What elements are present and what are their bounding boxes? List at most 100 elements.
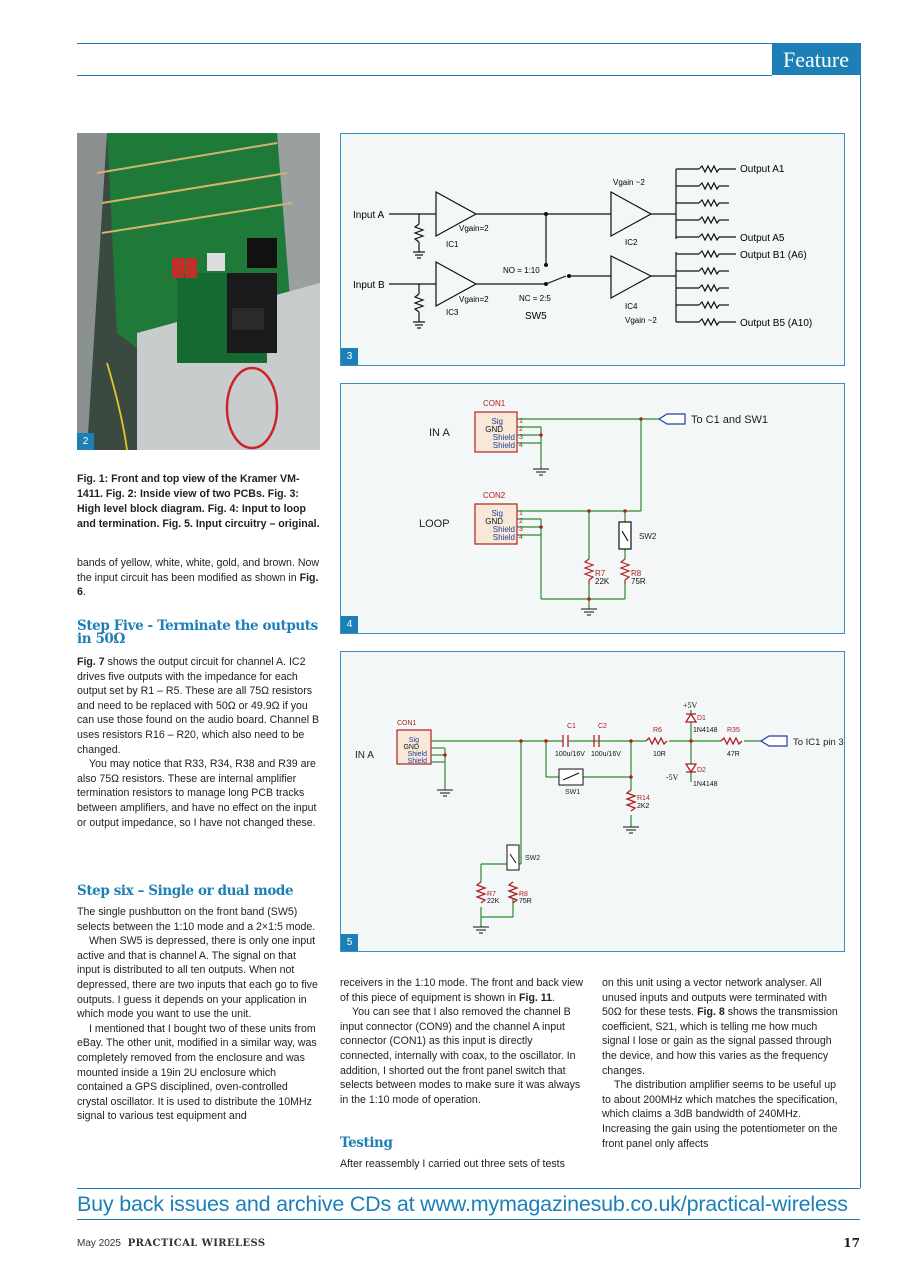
section-tab: Feature (772, 44, 860, 75)
c2-label: C2 (598, 723, 607, 730)
pin-shield2: Shield (408, 758, 428, 765)
d2-value: 1N4148 (693, 781, 718, 788)
output-a1-label: Output A1 (740, 164, 785, 175)
nc-label: NC = 2:5 (519, 294, 551, 303)
ic1-label: IC1 (446, 240, 459, 249)
con2-pin-gnd: GND (485, 517, 503, 526)
promo-rule (77, 1219, 860, 1220)
output-a5-label: Output A5 (740, 233, 785, 244)
to-ic1-label: To IC1 pin 3 (793, 737, 844, 748)
r14-value: 2K2 (637, 803, 650, 810)
col3-p2: The distribution amplifier seems to be u… (602, 1079, 838, 1150)
back-issues-promo: Buy back issues and archive CDs at www.m… (77, 1192, 848, 1216)
con1-pin-shield: Shield (493, 433, 515, 442)
figure-number: 4 (341, 616, 358, 633)
m5v-label: -5V (666, 773, 679, 782)
loop-label: LOOP (419, 518, 450, 530)
r8-label: R8 (631, 569, 642, 578)
feature-rule (77, 75, 772, 76)
col1-p0-text: bands of yellow, white, white, gold, and… (77, 557, 320, 584)
r35-label: R35 (727, 727, 740, 734)
input-circuitry-schematic: CON1 Sig GND Shield Shield IN A (340, 651, 845, 952)
col3-p1a: on this unit using a vector network anal… (602, 977, 827, 1019)
heading-testing: Testing (340, 1135, 393, 1151)
pin-gnd: GND (403, 744, 419, 751)
col2-testing: After reassembly I carried out three set… (340, 1157, 584, 1172)
input-a-label: Input A (353, 210, 384, 221)
output-b1-label: Output B1 (A6) (740, 250, 807, 261)
in-a-label: IN A (355, 750, 374, 761)
right-rule (860, 43, 861, 1188)
loop-schematic-drawing: CON1 Sig GND Shield Shield 1 2 3 4 IN A … (419, 399, 768, 616)
figure-number: 5 (341, 934, 358, 951)
block-diagram: Input A Input B Vgain=2 IC1 Vgain=2 IC3 … (340, 133, 845, 366)
pcb-photo: 2 (77, 133, 320, 450)
input-b-label: Input B (353, 280, 385, 291)
col2-body: receivers in the 1:10 mode. The front an… (340, 976, 584, 1107)
figure-caption: Fig. 1: Front and top view of the Kramer… (77, 473, 320, 530)
col2-p3: After reassembly I carried out three set… (340, 1158, 565, 1170)
ic4-label: IC4 (625, 302, 638, 311)
fig11-ref: Fig. 11 (519, 991, 553, 1004)
fig6-ref: Fig. 6 (77, 571, 319, 599)
r6-label: R6 (653, 727, 662, 734)
to-c1-label: To C1 and SW1 (691, 414, 768, 426)
sw2-label: SW2 (525, 855, 540, 862)
col1-intro: bands of yellow, white, white, gold, and… (77, 556, 320, 600)
in-a-label: IN A (429, 427, 450, 439)
r7-value: 22K (487, 898, 500, 905)
heading-step-six: Step six – Single or dual mode (77, 883, 294, 899)
col2-p1: receivers in the 1:10 mode. The front an… (340, 977, 584, 1004)
con1-pin-shield2: Shield (493, 441, 515, 450)
bottom-rule (77, 1188, 860, 1189)
sw1-label: SW1 (565, 789, 580, 796)
con1-label: CON1 (483, 399, 506, 408)
ic1-gain: Vgain=2 (459, 224, 489, 233)
con1-pin-2: 2 (519, 426, 523, 433)
col1-p5: I mentioned that I bought two of these u… (77, 1022, 317, 1123)
r35-value: 47R (727, 751, 740, 758)
figure-number: 3 (341, 348, 358, 365)
ic3-label: IC3 (446, 308, 459, 317)
sw5-label: SW5 (525, 311, 547, 322)
col1-step-five: Fig. 7 shows the output circuit for chan… (77, 655, 320, 830)
fig7-ref: Fig. 7 (77, 656, 105, 668)
col1-p4: When SW5 is depressed, there is only one… (77, 935, 318, 1021)
r7-label: R7 (595, 569, 606, 578)
con2-pin-2: 2 (519, 518, 523, 525)
r6-value: 10R (653, 751, 666, 758)
r8-value: 75R (631, 577, 646, 586)
pin-shield: Shield (408, 751, 428, 758)
con2-label: CON2 (483, 491, 506, 500)
col2-p1-end: . (552, 991, 555, 1004)
heading-step-five: Step Five - Terminate the outputs in 50Ω (77, 618, 318, 647)
issue-date: May 2025 (77, 1238, 121, 1249)
col3-p1b: shows the transmission coefficient, S21,… (602, 1006, 838, 1077)
d1-value: 1N4148 (693, 727, 718, 734)
c1-value: 100u/16V (555, 751, 585, 758)
page-number: 17 (843, 1236, 860, 1250)
d2-label: D2 (697, 767, 706, 774)
pin-sig: Sig (409, 737, 419, 744)
col2-p2: You can see that I also removed the chan… (340, 1006, 581, 1106)
con2-pin-4: 4 (519, 534, 523, 541)
col1-p1: shows the output circuit for channel A. … (77, 656, 320, 756)
r7-value: 22K (595, 577, 610, 586)
top-rule (77, 43, 860, 44)
block-diagram-drawing: Input A Input B Vgain=2 IC1 Vgain=2 IC3 … (353, 164, 812, 329)
footer: May 2025 PRACTICAL WIRELESS (77, 1238, 266, 1249)
magazine-name: PRACTICAL WIRELESS (127, 1238, 266, 1249)
figure-number: 2 (77, 433, 94, 450)
ic4-gain: Vgain ~2 (625, 316, 657, 325)
fig8-ref: Fig. 8 (697, 1006, 725, 1019)
ic2-label: IC2 (625, 238, 638, 247)
loop-termination-schematic: CON1 Sig GND Shield Shield 1 2 3 4 IN A … (340, 383, 845, 634)
con1-pin-3: 3 (519, 434, 523, 441)
no-label: NO = 1:10 (503, 266, 540, 275)
con1-label: CON1 (397, 720, 417, 727)
r7-label: R7 (487, 891, 496, 898)
output-b5-label: Output B5 (A10) (740, 318, 812, 329)
r14-label: R14 (637, 795, 650, 802)
c1-label: C1 (567, 723, 576, 730)
con2-pin-1: 1 (519, 510, 523, 517)
